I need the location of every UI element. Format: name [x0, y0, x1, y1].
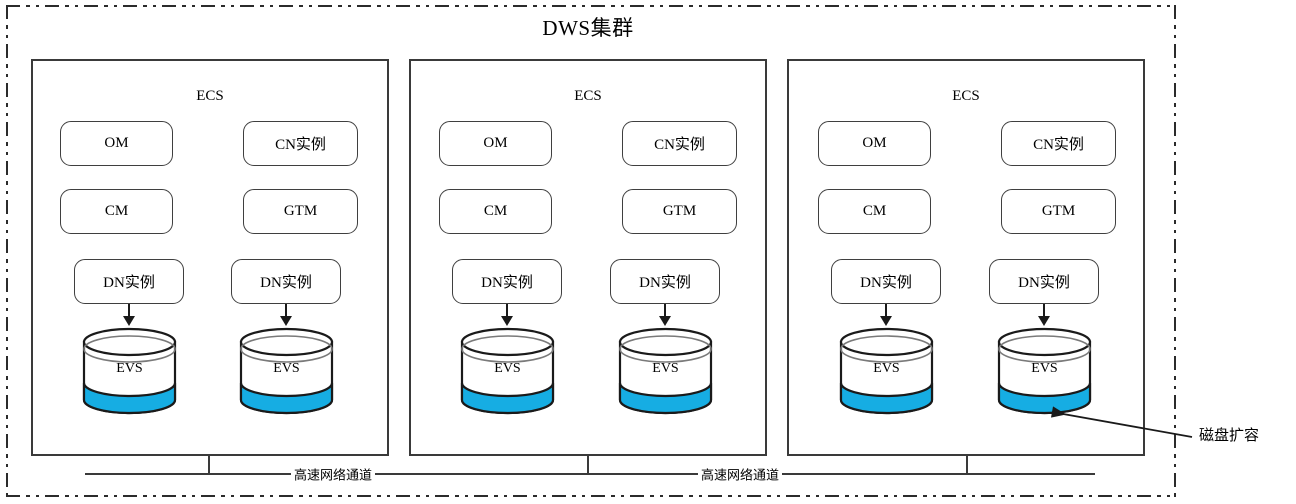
cluster-border-top: [6, 5, 1176, 7]
ecs-host-1-arrow-1: [123, 304, 135, 326]
ecs-host-3-evs-1[interactable]: EVS: [838, 325, 935, 417]
ecs-host-1-dn-2[interactable]: DN实例: [231, 259, 341, 304]
ecs-host-3-arrow-1: [880, 304, 892, 326]
ecs-host-3-arrow-2: [1038, 304, 1050, 326]
ecs-host-3-cm[interactable]: CM: [818, 189, 931, 234]
ecs-host-3-title: ECS: [952, 88, 980, 104]
ecs-host-2-om[interactable]: OM: [439, 121, 552, 166]
ecs-host-3-cn[interactable]: CN实例: [1001, 121, 1116, 166]
ecs-host-1-om[interactable]: OM: [60, 121, 173, 166]
ecs-host-1-dn-1[interactable]: DN实例: [74, 259, 184, 304]
ecs-host-1-arrow-2: [280, 304, 292, 326]
network-drop-line-3: [966, 456, 968, 474]
network-channel-label-2: 高速网络通道: [697, 464, 783, 484]
cluster-border-right: [1174, 5, 1176, 497]
ecs-host-2-gtm[interactable]: GTM: [622, 189, 737, 234]
ecs-host-3-dn-1[interactable]: DN实例: [831, 259, 941, 304]
dws-cluster-boundary: [6, 5, 1176, 497]
ecs-host-2-title: ECS: [574, 88, 602, 104]
ecs-host-1-title: ECS: [196, 88, 224, 104]
ecs-host-1-evs-1[interactable]: EVS: [81, 325, 178, 417]
disk-expansion-label: 磁盘扩容: [1199, 428, 1260, 444]
ecs-host-3-gtm[interactable]: GTM: [1001, 189, 1116, 234]
network-drop-line-2: [587, 456, 589, 474]
ecs-host-2-cn[interactable]: CN实例: [622, 121, 737, 166]
cluster-border-bottom: [6, 495, 1176, 497]
ecs-host-2-dn-2[interactable]: DN实例: [610, 259, 720, 304]
network-channel-label-1: 高速网络通道: [290, 464, 376, 484]
ecs-host-2-evs-1[interactable]: EVS: [459, 325, 556, 417]
ecs-host-1-cm[interactable]: CM: [60, 189, 173, 234]
ecs-host-3-dn-2[interactable]: DN实例: [989, 259, 1099, 304]
ecs-host-2-evs-2[interactable]: EVS: [617, 325, 714, 417]
network-drop-line-1: [208, 456, 210, 474]
cluster-border-left: [6, 5, 8, 497]
network-bus-line: [85, 473, 1095, 475]
ecs-host-3-om[interactable]: OM: [818, 121, 931, 166]
ecs-host-2-cm[interactable]: CM: [439, 189, 552, 234]
ecs-host-1-cn[interactable]: CN实例: [243, 121, 358, 166]
ecs-host-2-arrow-1: [501, 304, 513, 326]
ecs-host-1-gtm[interactable]: GTM: [243, 189, 358, 234]
cluster-title: DWS集群: [542, 16, 634, 40]
ecs-host-2-dn-1[interactable]: DN实例: [452, 259, 562, 304]
ecs-host-3-evs-2[interactable]: EVS: [996, 325, 1093, 417]
ecs-host-2-arrow-2: [659, 304, 671, 326]
ecs-host-1-evs-2[interactable]: EVS: [238, 325, 335, 417]
